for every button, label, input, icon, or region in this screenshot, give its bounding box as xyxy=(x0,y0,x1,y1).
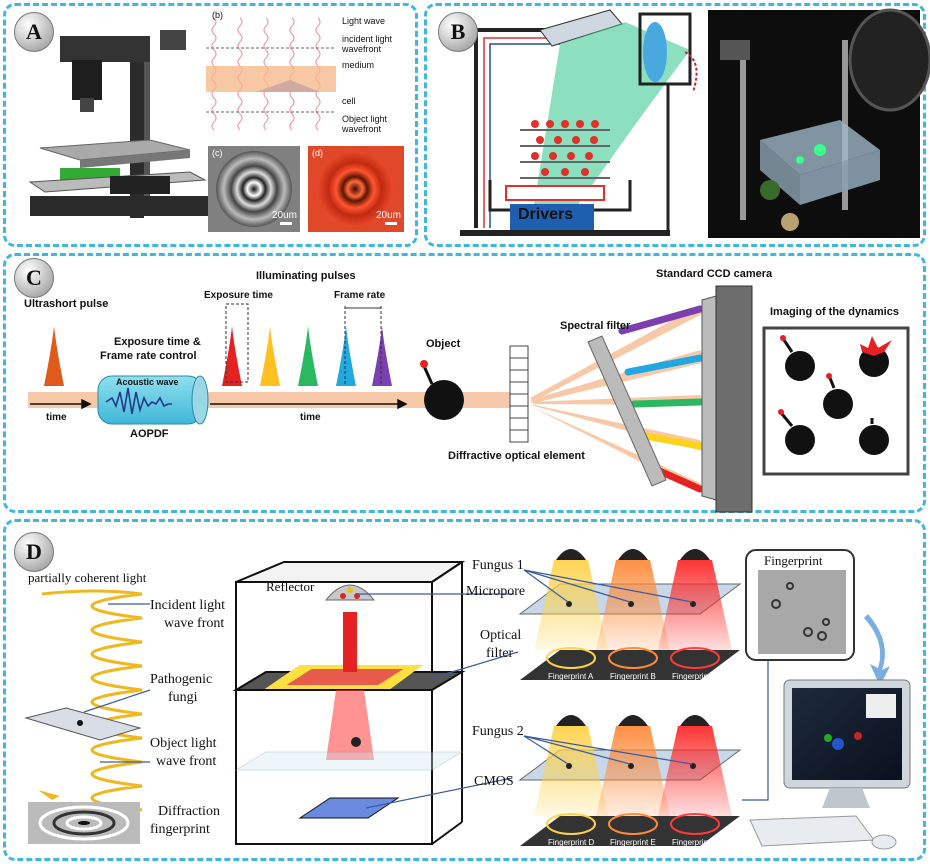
gray-rings xyxy=(216,151,292,227)
object-label: Object xyxy=(426,338,461,350)
panel-b xyxy=(424,3,926,247)
acoustic-label: Acoustic wave xyxy=(116,377,179,387)
fungus-cell xyxy=(351,737,361,747)
fp-f-label: Fingerprint F xyxy=(672,838,718,847)
aopdf-label: AOPDF xyxy=(130,428,169,440)
exposure-control-1: Exposure time & xyxy=(114,336,201,348)
frame-rate-label: Frame rate xyxy=(334,290,386,301)
time-arrows xyxy=(30,398,408,410)
coherent-wave xyxy=(41,589,143,812)
device-photo xyxy=(708,8,930,238)
doe-label: Diffractive optical element xyxy=(448,450,585,462)
ultrashort-label: Ultrashort pulse xyxy=(24,298,109,310)
exposure-time-label: Exposure time xyxy=(204,290,273,301)
fp-e-label: Fingerprint E xyxy=(610,838,656,847)
time-label-2: time xyxy=(300,412,321,423)
fp-d-label: Fingerprint D xyxy=(548,838,595,847)
panel-a xyxy=(3,3,418,247)
cell-label: cell xyxy=(342,96,356,106)
sample-slide xyxy=(24,707,142,741)
leader-lines xyxy=(83,569,780,809)
diffraction-2: fingerprint xyxy=(150,822,210,837)
ccd-label: Standard CCD camera xyxy=(656,268,773,280)
sub-label-b: (b) xyxy=(212,10,223,20)
scale-d: 20um xyxy=(376,210,402,221)
fungus2-row xyxy=(518,715,742,846)
exposure-control-2: Frame rate control xyxy=(100,350,197,362)
sub-label-c: (c) xyxy=(212,148,223,158)
pulses xyxy=(44,303,392,386)
badge-a: A xyxy=(14,12,54,52)
cmos-sensor xyxy=(298,797,400,819)
drivers-label: Drivers xyxy=(518,206,574,223)
incident-label-1: incident light xyxy=(342,34,393,44)
object-wf-1: Object light xyxy=(150,736,217,751)
light-wave-label: Light wave xyxy=(342,16,386,26)
flow-arrow xyxy=(864,614,890,686)
incident-label-2: wavefront xyxy=(342,44,382,54)
wave-schematic xyxy=(206,17,336,131)
red-beam-upper xyxy=(343,612,357,672)
computer xyxy=(749,679,911,850)
ccd-camera xyxy=(701,285,753,513)
pathogenic-1: Pathogenic xyxy=(150,672,213,687)
illuminating-label: Illuminating pulses xyxy=(256,270,356,282)
red-beam-lower xyxy=(326,690,374,760)
badge-d: D xyxy=(14,532,54,572)
scale-c: 20um xyxy=(272,210,298,221)
sub-label-d: (d) xyxy=(312,148,323,158)
dynamics-label: Imaging of the dynamics xyxy=(770,306,899,318)
diffraction-fp xyxy=(28,802,140,844)
box-device xyxy=(232,561,466,845)
object-wf-2: wave front xyxy=(156,754,217,769)
fp-c-label: Fingerprint C xyxy=(672,672,719,681)
object-label-2: wavefront xyxy=(342,124,382,134)
time-label-1: time xyxy=(46,412,67,423)
optical-label-2: filter xyxy=(486,646,514,661)
incident-wf-1: Incident light xyxy=(150,598,226,613)
doe-grating xyxy=(509,345,529,443)
fp-a-label: Fingerprint A xyxy=(548,672,594,681)
spectral-filter-label: Spectral filter xyxy=(560,320,631,332)
panel-d xyxy=(3,519,926,861)
fungus1-row xyxy=(518,549,742,680)
badge-b: B xyxy=(438,12,478,52)
object-label-1: Object light xyxy=(342,114,388,124)
optical-label-1: Optical xyxy=(480,628,522,643)
cmos-label: CMOS xyxy=(474,774,514,789)
flow-schematic xyxy=(460,9,698,236)
incident-wf-2: wave front xyxy=(164,616,225,631)
red-rings xyxy=(317,151,393,227)
micropore-label: Micropore xyxy=(466,584,526,599)
microscope-rig xyxy=(28,30,210,218)
aopdf-crystal xyxy=(97,375,209,425)
badge-c: C xyxy=(14,258,54,298)
diffraction-1: Diffraction xyxy=(158,804,220,819)
pathogenic-2: fungi xyxy=(168,690,198,705)
medium-label: medium xyxy=(342,60,375,70)
panel-c xyxy=(3,253,926,513)
fp-b-label: Fingerprint B xyxy=(610,672,656,681)
fungus1-label: Fungus 1 xyxy=(472,558,524,573)
dynamics-bombs xyxy=(778,335,892,455)
fingerprint-title: Fingerprint xyxy=(764,553,823,568)
spectral-filter xyxy=(587,335,667,487)
bomb-object xyxy=(420,360,464,420)
fingerprint-inset xyxy=(745,549,855,661)
reflector-label: Reflector xyxy=(266,579,315,594)
partial-light-label: partially coherent light xyxy=(28,570,147,585)
fungus2-label: Fungus 2 xyxy=(472,724,524,739)
